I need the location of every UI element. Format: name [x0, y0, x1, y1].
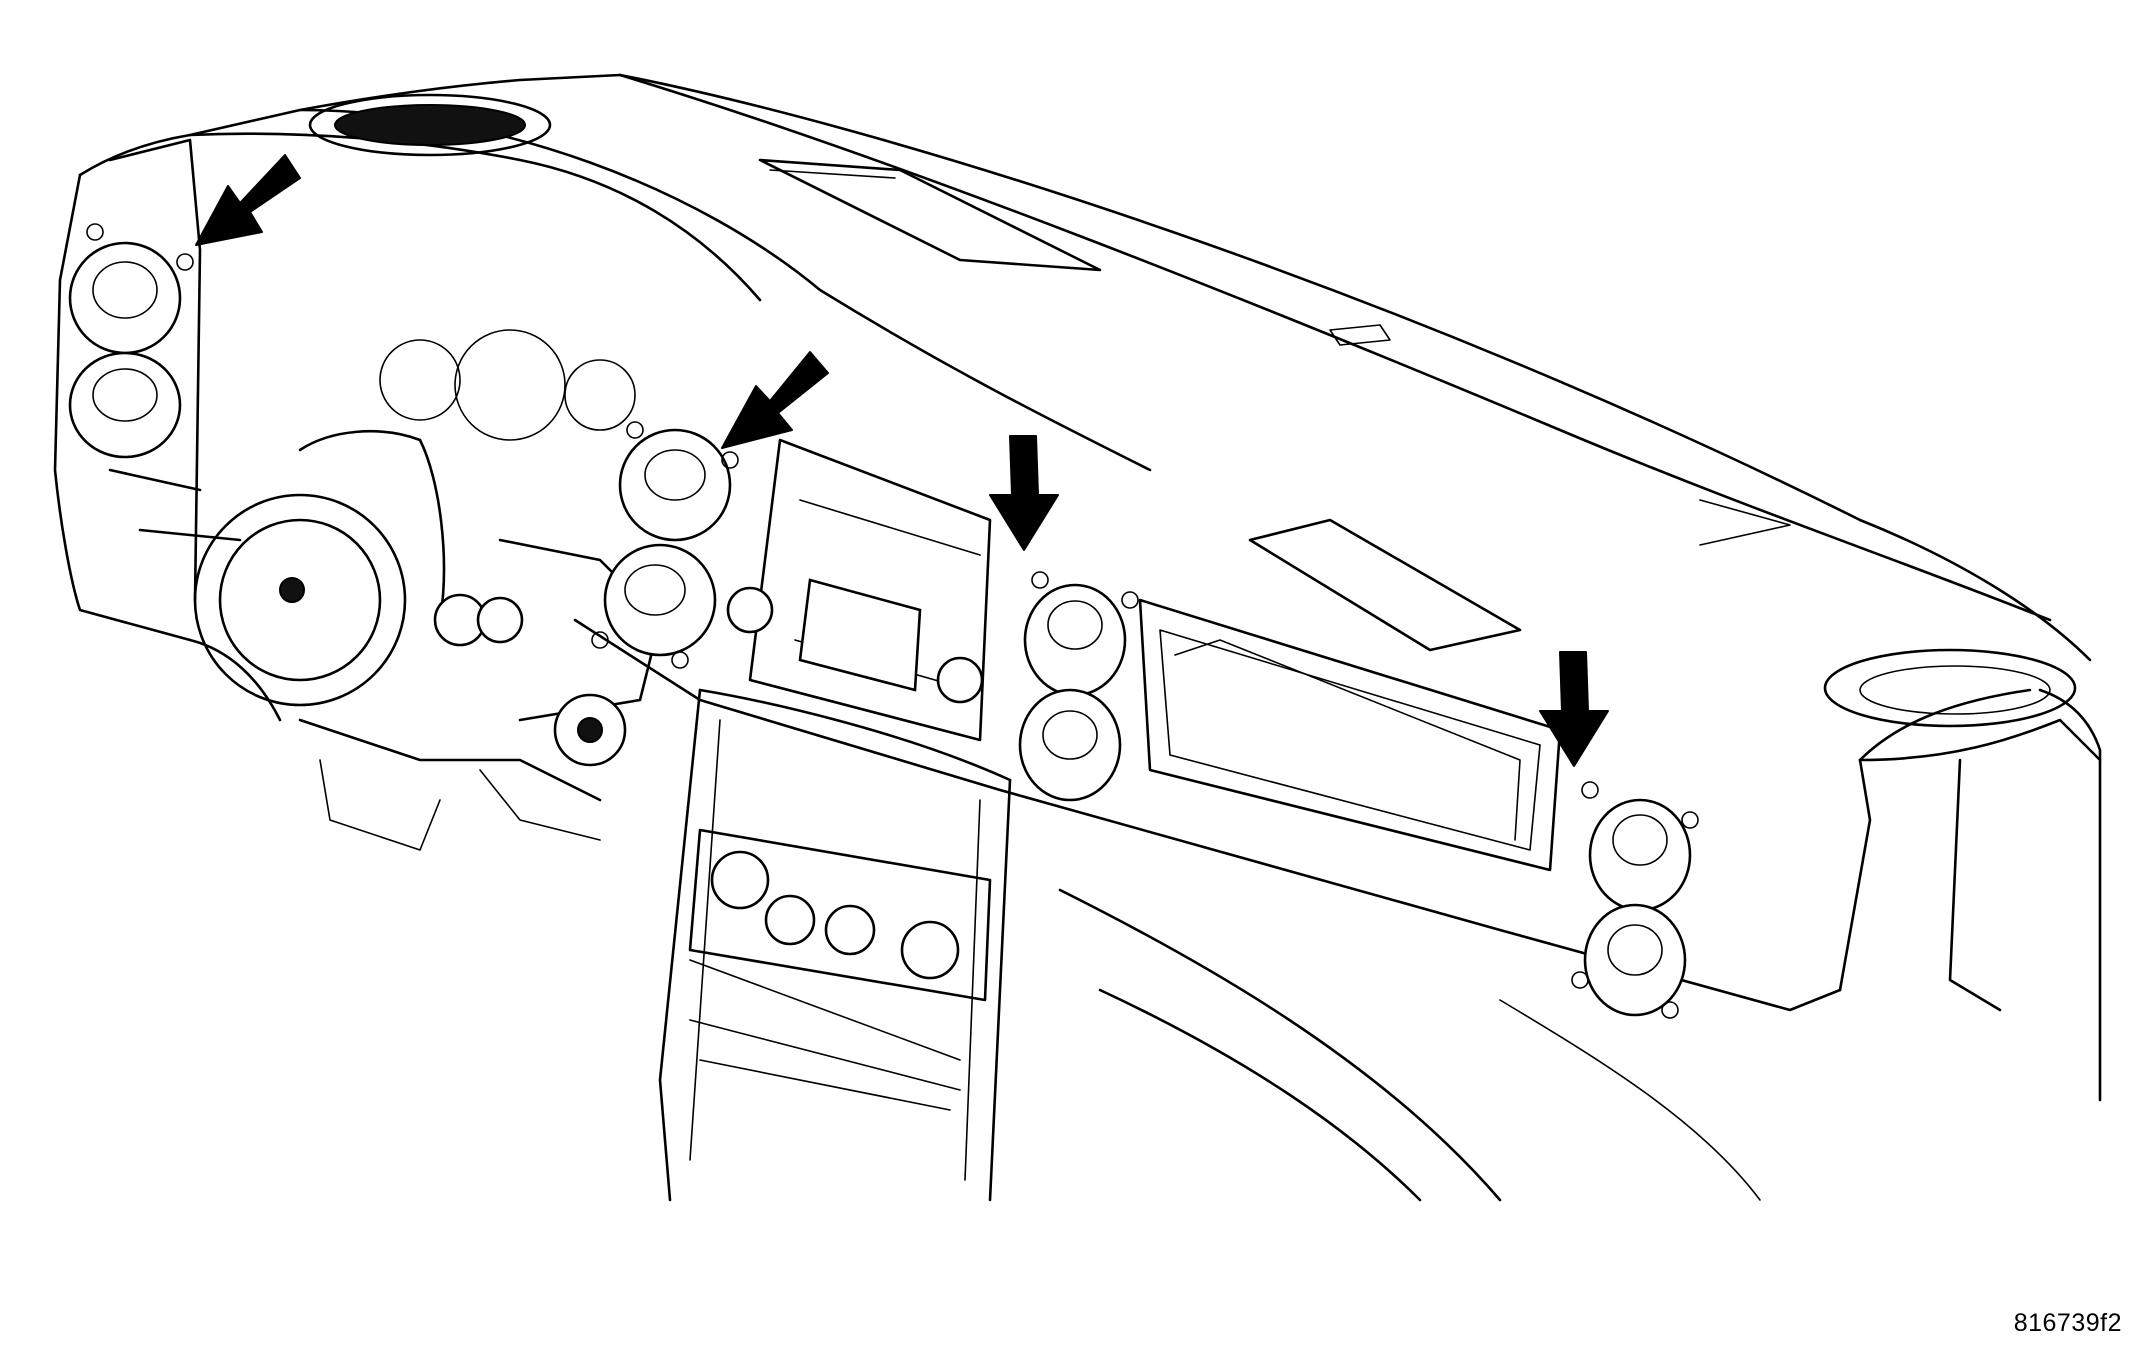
instrument-panel-outline: [53, 73, 2102, 1202]
callout-arrow-center-left-vents: [721, 351, 829, 449]
callout-arrows: [195, 154, 1609, 767]
figure-id-label: 816739f2: [2013, 1309, 2122, 1337]
air-outlet-vents: [68, 93, 2077, 1019]
callout-arrow-right-vents: [1539, 651, 1609, 767]
callout-arrow-left-vents: [195, 154, 301, 246]
callout-arrow-center-right-vents: [989, 435, 1059, 551]
